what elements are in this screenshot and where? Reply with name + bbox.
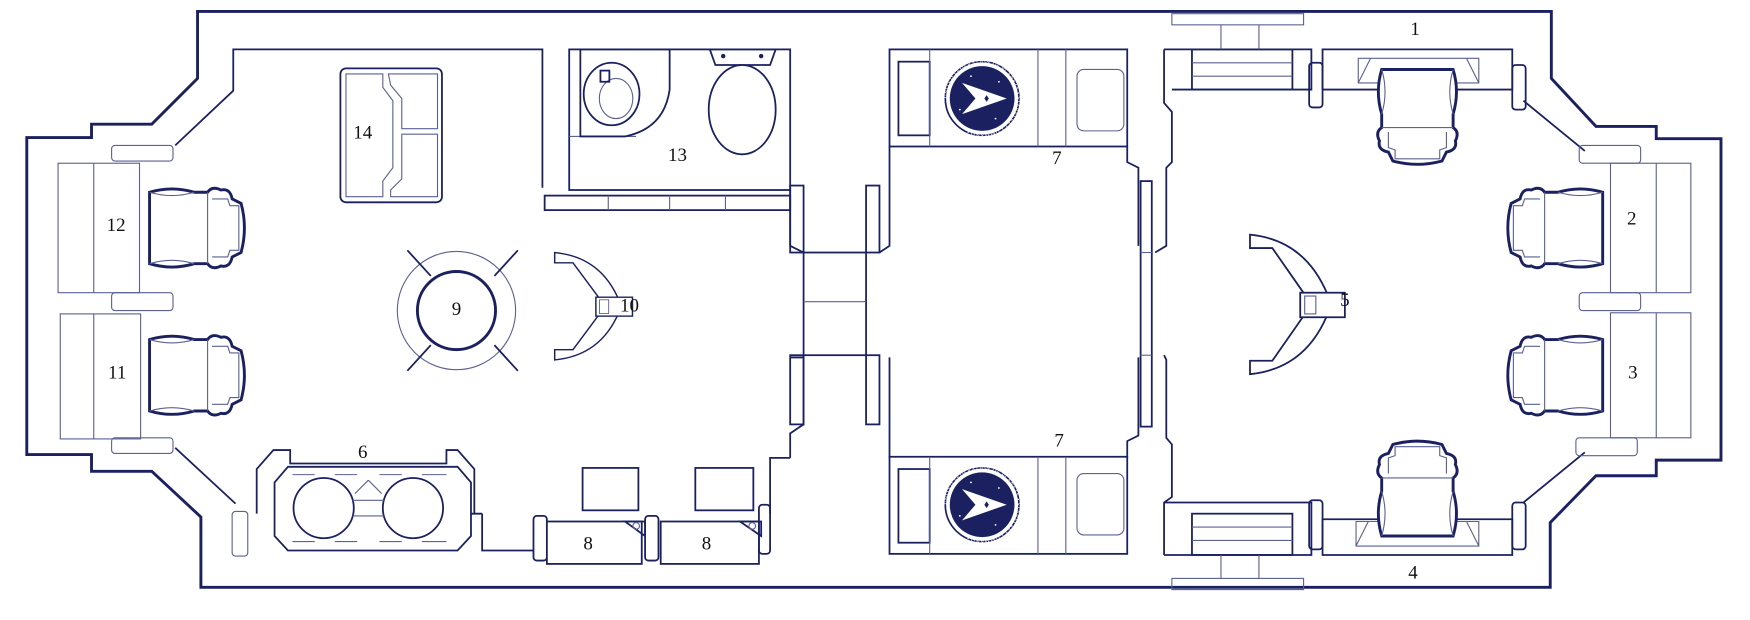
console-11[interactable] xyxy=(59,313,142,440)
window-niches-left xyxy=(111,144,249,557)
chair-2[interactable] xyxy=(1506,186,1605,270)
table-9[interactable] xyxy=(396,249,519,372)
outer-hull-wall xyxy=(25,9,1723,589)
console-2[interactable] xyxy=(1609,162,1692,294)
label-2: 2 xyxy=(1627,209,1636,230)
label-10: 10 xyxy=(620,296,639,317)
label-9: 9 xyxy=(452,299,461,320)
console-6[interactable] xyxy=(255,449,476,552)
cockpit-wall xyxy=(1164,13,1642,591)
console-3[interactable] xyxy=(1609,312,1692,439)
label-6: 6 xyxy=(358,442,367,463)
label-11: 11 xyxy=(108,363,126,384)
storage-unit-14[interactable] xyxy=(339,67,443,204)
console-12[interactable] xyxy=(57,162,141,294)
label-14: 14 xyxy=(353,123,372,144)
console-8-left[interactable] xyxy=(532,467,646,565)
lavatory-13 xyxy=(543,48,792,212)
label-4: 4 xyxy=(1408,562,1418,583)
console-5[interactable] xyxy=(1249,233,1346,376)
label-8-left: 8 xyxy=(583,533,592,554)
label-12: 12 xyxy=(107,215,126,236)
chair-4[interactable] xyxy=(1376,439,1459,538)
chair-11[interactable] xyxy=(148,334,246,417)
label-5: 5 xyxy=(1340,290,1349,311)
chair-12[interactable] xyxy=(148,186,246,270)
label-8-right: 8 xyxy=(702,533,711,554)
label-13: 13 xyxy=(668,145,687,166)
label-1: 1 xyxy=(1410,19,1419,40)
label-7-bottom: 7 xyxy=(1054,431,1063,452)
label-3: 3 xyxy=(1628,363,1637,384)
chair-1[interactable] xyxy=(1376,68,1459,166)
bunk-7-top[interactable]: UNITED FEDERATION OF PLANETS • STARFLEET… xyxy=(888,48,1129,148)
left-cabin-wall xyxy=(174,48,544,552)
console-8-right[interactable] xyxy=(644,467,771,565)
console-1[interactable] xyxy=(1357,57,1480,84)
chair-3[interactable] xyxy=(1506,334,1605,417)
bunk-7-bottom[interactable]: UNITED FEDERATION OF PLANETS • STARFLEET… xyxy=(888,455,1129,555)
label-7-top: 7 xyxy=(1052,148,1061,169)
